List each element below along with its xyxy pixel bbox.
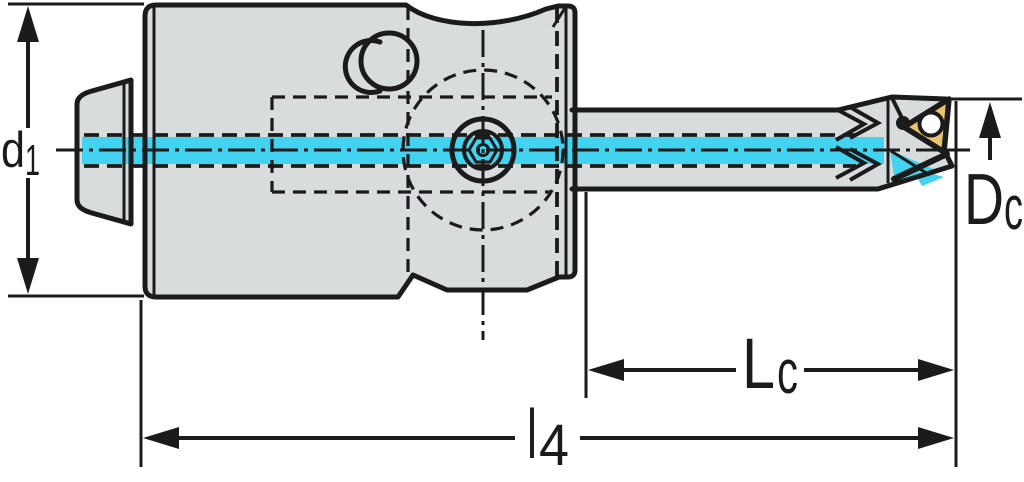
dimension-dc: D c: [928, 97, 1023, 467]
cap-chamfer: [551, 7, 567, 28]
dc-label-sub: c: [1004, 174, 1023, 243]
lc-arrowhead-right: [918, 359, 954, 381]
top-hole-counterbore-arc: [342, 38, 383, 95]
centerlines: [56, 30, 966, 340]
l4-label-main: l: [527, 395, 537, 473]
shank-top-edge: [569, 94, 949, 113]
l4-label-sub: 4: [539, 413, 569, 478]
d1-label-sub: 1: [25, 136, 40, 185]
dimension-l4: l 4: [139, 300, 954, 478]
chevron-upper-1: [835, 107, 869, 142]
d1-arrowhead-up: [17, 6, 39, 42]
chevron-lower-1: [835, 145, 869, 180]
shank-head-outlines: [569, 94, 955, 192]
dc-arrowhead-up: [979, 102, 1001, 138]
top-hole-outer-circle: [358, 30, 420, 92]
chevron-upper-2: [849, 105, 883, 140]
coolant-wedge-divider: [890, 149, 929, 176]
dc-label-main: D: [964, 160, 1004, 240]
chevron-lower-2: [849, 147, 883, 182]
lc-label-main: L: [742, 325, 775, 404]
shank-bottom-edge: [569, 149, 955, 192]
d1-arrowhead-down: [17, 258, 39, 294]
lc-label-sub: c: [777, 338, 798, 407]
coolant-exit-chevrons: [835, 105, 883, 182]
l4-arrowhead-left: [143, 427, 179, 449]
insert-seat-edge: [891, 151, 950, 182]
dimension-d1: d 1: [1, 2, 144, 298]
cutting-insert-group: [896, 96, 952, 155]
flange-outline: [74, 77, 134, 227]
insert-hole: [917, 110, 945, 138]
body-outline: [142, 2, 578, 300]
d1-label-main: d: [1, 122, 25, 178]
coolant-wedge-lower: [912, 168, 944, 186]
dimension-lc: L c: [584, 192, 954, 407]
l4-arrowhead-right: [918, 427, 954, 449]
lc-arrowhead-left: [588, 359, 624, 381]
